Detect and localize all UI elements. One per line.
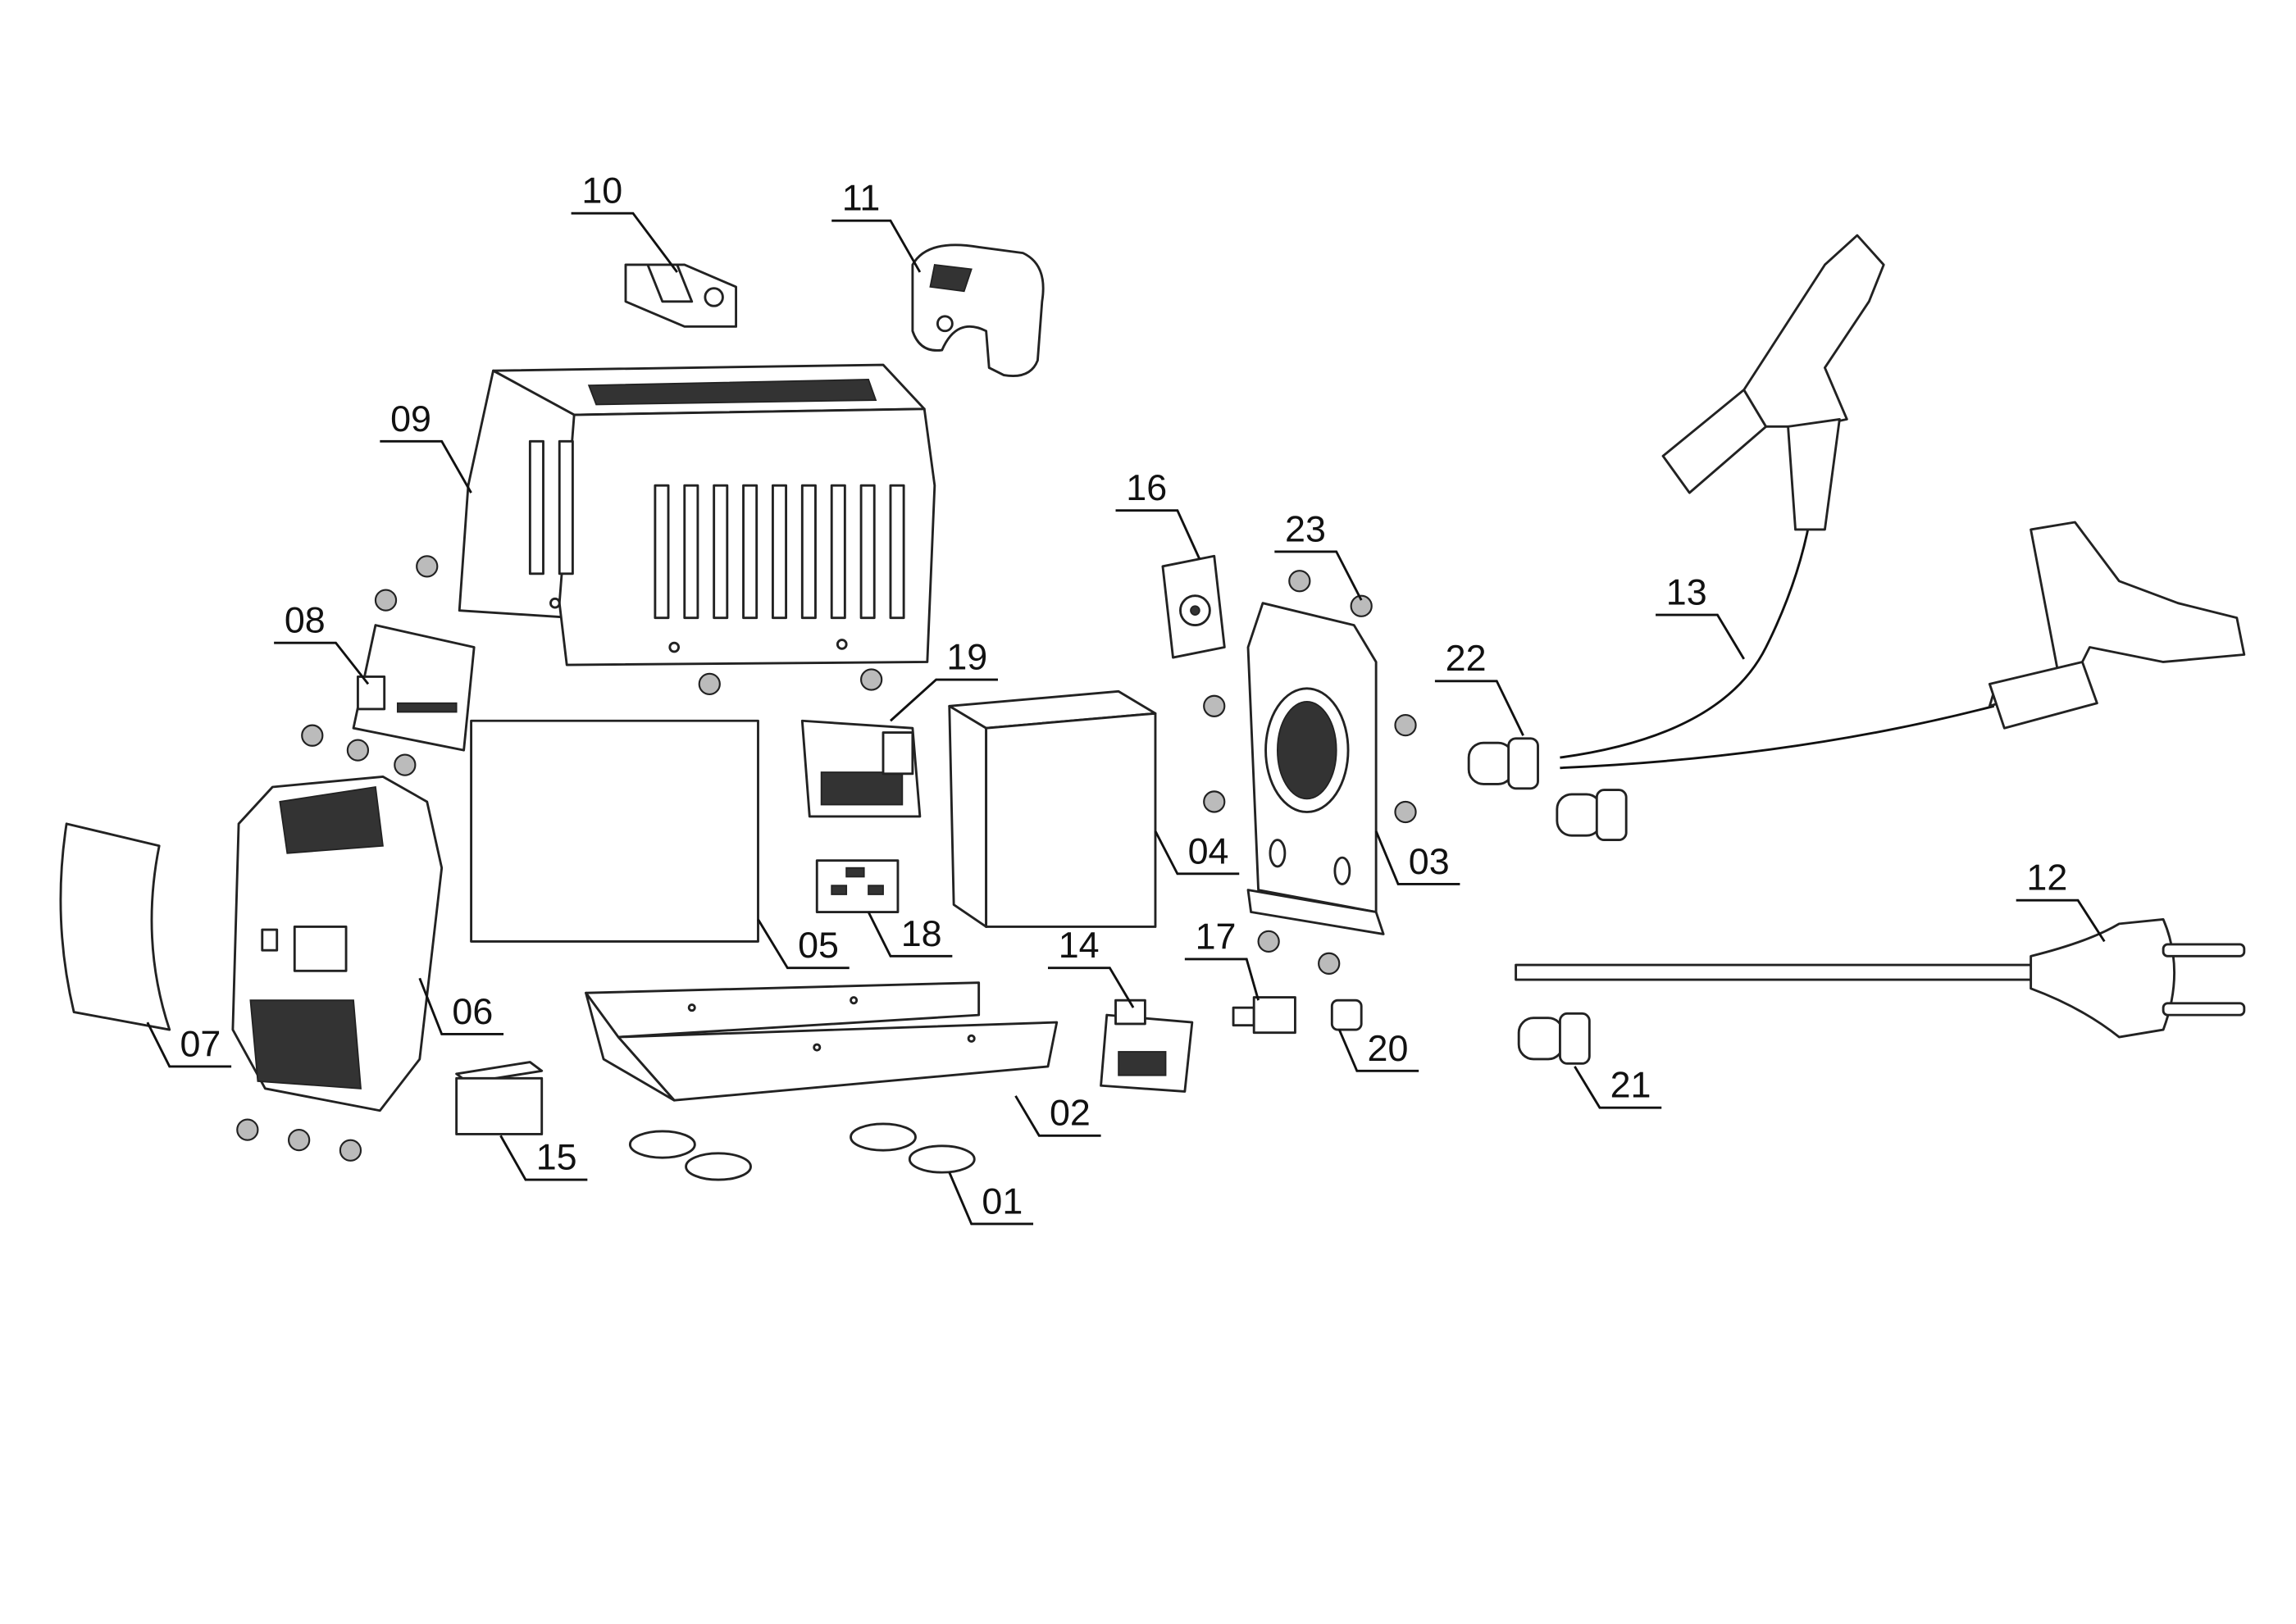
callout-10: 10	[581, 170, 622, 212]
part-17-connector	[1232, 996, 1296, 1035]
callout-14: 14	[1059, 924, 1100, 966]
part-22-terminal-nuts	[1467, 737, 1628, 842]
screws	[236, 555, 1417, 1162]
callout-05: 05	[798, 924, 839, 966]
part-14-control-board	[1100, 999, 1194, 1093]
part-16-fan-module	[1161, 554, 1226, 659]
part-19-circuit-board	[800, 719, 922, 818]
part-21-cable-gland	[1517, 1012, 1591, 1065]
part-04-transformer	[948, 689, 1157, 928]
part-05-insulation-panel	[470, 719, 759, 943]
callout-09: 09	[390, 398, 431, 439]
callout-19: 19	[946, 635, 987, 677]
callout-23: 23	[1285, 507, 1326, 549]
callout-21: 21	[1610, 1064, 1651, 1106]
callout-08: 08	[285, 599, 326, 641]
callout-22: 22	[1446, 637, 1487, 679]
callout-02: 02	[1050, 1092, 1091, 1134]
callout-18: 18	[901, 912, 942, 954]
callout-01: 01	[982, 1180, 1023, 1221]
part-callouts: 10 11 09 16 23 13 08 19 22 04 03 12 05 1…	[180, 170, 2067, 1222]
part-02-base-tray	[585, 981, 1059, 1102]
callout-17: 17	[1196, 915, 1237, 957]
callout-03: 03	[1409, 840, 1450, 882]
part-03-back-plate	[1246, 602, 1385, 935]
callout-15: 15	[536, 1136, 577, 1178]
part-11-handle	[911, 243, 1045, 377]
part-10-bracket	[624, 263, 738, 328]
callout-13: 13	[1666, 571, 1707, 612]
part-06-front-panel	[231, 775, 444, 1112]
part-09-housing-cover	[458, 363, 936, 666]
part-13-battery-clamps	[1560, 234, 2246, 770]
callout-04: 04	[1188, 830, 1229, 871]
part-15-block	[455, 1061, 544, 1135]
vent-slots	[528, 439, 905, 620]
callout-06: 06	[452, 990, 493, 1032]
part-18-socket-board	[815, 859, 900, 913]
callout-07: 07	[180, 1022, 221, 1064]
part-07-front-label-film	[59, 822, 171, 1031]
callout-20: 20	[1368, 1027, 1409, 1069]
part-01-feet	[628, 1122, 976, 1181]
leader-lines	[146, 212, 2106, 1226]
callout-12: 12	[2026, 857, 2067, 898]
part-08-circuit-board	[352, 624, 476, 752]
part-20-fuse-holder	[1330, 999, 1363, 1031]
callout-11: 11	[842, 177, 881, 219]
part-12-mains-plug	[1515, 918, 2246, 1039]
callout-16: 16	[1126, 466, 1167, 508]
